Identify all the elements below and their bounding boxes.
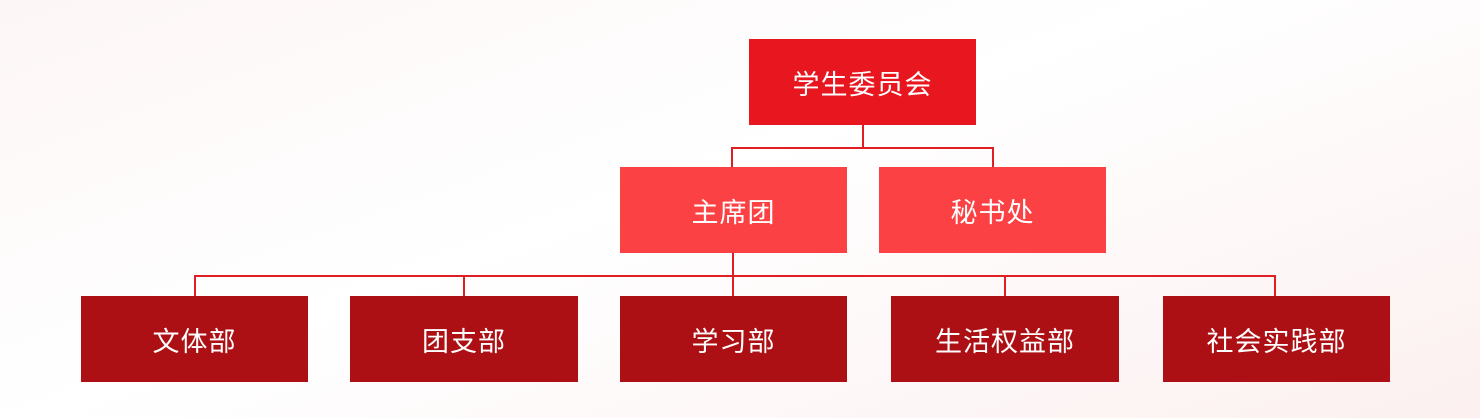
- node-dept-league-branch: 团支部: [350, 296, 578, 382]
- connector-level1-bar: [731, 147, 994, 149]
- node-dept-study: 学习部: [620, 296, 847, 382]
- connector-to-dept-4: [1004, 275, 1006, 296]
- connector-level2-bar: [194, 275, 1276, 277]
- connector-to-dept-1: [194, 275, 196, 296]
- connector-to-secretariat: [992, 147, 994, 167]
- connector-to-dept-2: [463, 275, 465, 296]
- node-student-committee: 学生委员会: [749, 39, 976, 125]
- connector-to-presidium: [731, 147, 733, 167]
- node-secretariat: 秘书处: [879, 167, 1106, 253]
- node-presidium: 主席团: [620, 167, 847, 253]
- node-dept-culture-sports: 文体部: [81, 296, 308, 382]
- connector-to-dept-5: [1274, 275, 1276, 296]
- connector-presidium-down: [732, 252, 734, 276]
- node-dept-social-practice: 社会实践部: [1163, 296, 1390, 382]
- connector-root-down: [862, 125, 864, 148]
- node-dept-life-rights: 生活权益部: [891, 296, 1119, 382]
- connector-to-dept-3: [732, 275, 734, 296]
